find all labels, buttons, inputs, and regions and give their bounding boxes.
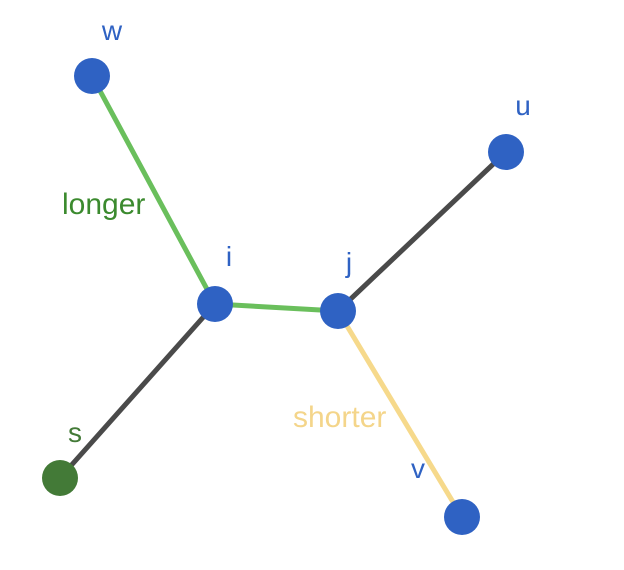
node-label-u: u: [515, 90, 531, 121]
edge-j-u: [335, 149, 509, 314]
edge-w-i: [89, 73, 218, 307]
edge-i-j: [212, 301, 341, 314]
node-w: [74, 58, 110, 94]
node-v: [444, 499, 480, 535]
node-label-i: i: [226, 241, 232, 272]
node-u: [488, 134, 524, 170]
edge-i-s: [57, 301, 218, 481]
node-label-w: w: [101, 15, 123, 46]
edge-j-v: [335, 308, 465, 520]
node-i: [197, 286, 233, 322]
node-s: [42, 460, 78, 496]
edge-label-longer: longer: [62, 188, 145, 221]
node-label-j: j: [345, 247, 352, 278]
node-label-s: s: [68, 417, 82, 448]
edge-label-shorter: shorter: [293, 401, 386, 434]
node-label-v: v: [411, 453, 425, 484]
node-j: [320, 293, 356, 329]
